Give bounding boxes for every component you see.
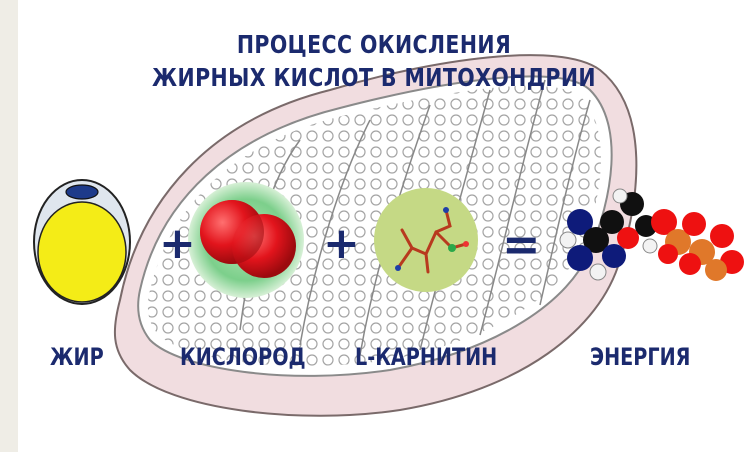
label-energy: ЭНЕРГИЯ [590, 343, 690, 371]
diagram-title-line-2: ЖИРНЫХ КИСЛОТ В МИТОХОНДРИИ [67, 63, 680, 92]
l-carnitine-molecule-icon [374, 188, 478, 292]
label-fat: ЖИР [50, 343, 104, 371]
oxygen-molecule-icon [188, 182, 304, 298]
phosphate-groups [651, 209, 744, 281]
plus-sign-1: + [159, 218, 196, 269]
diagram-title-line-1: ПРОЦЕСС ОКИСЛЕНИЯ [67, 30, 680, 59]
equals-sign: = [502, 217, 541, 271]
plus-sign-2: + [323, 218, 360, 269]
label-oxygen: КИСЛОРОД [180, 343, 306, 371]
label-l-carnitine: L-КАРНИТИН [355, 343, 497, 371]
fat-cell-icon [34, 180, 130, 304]
